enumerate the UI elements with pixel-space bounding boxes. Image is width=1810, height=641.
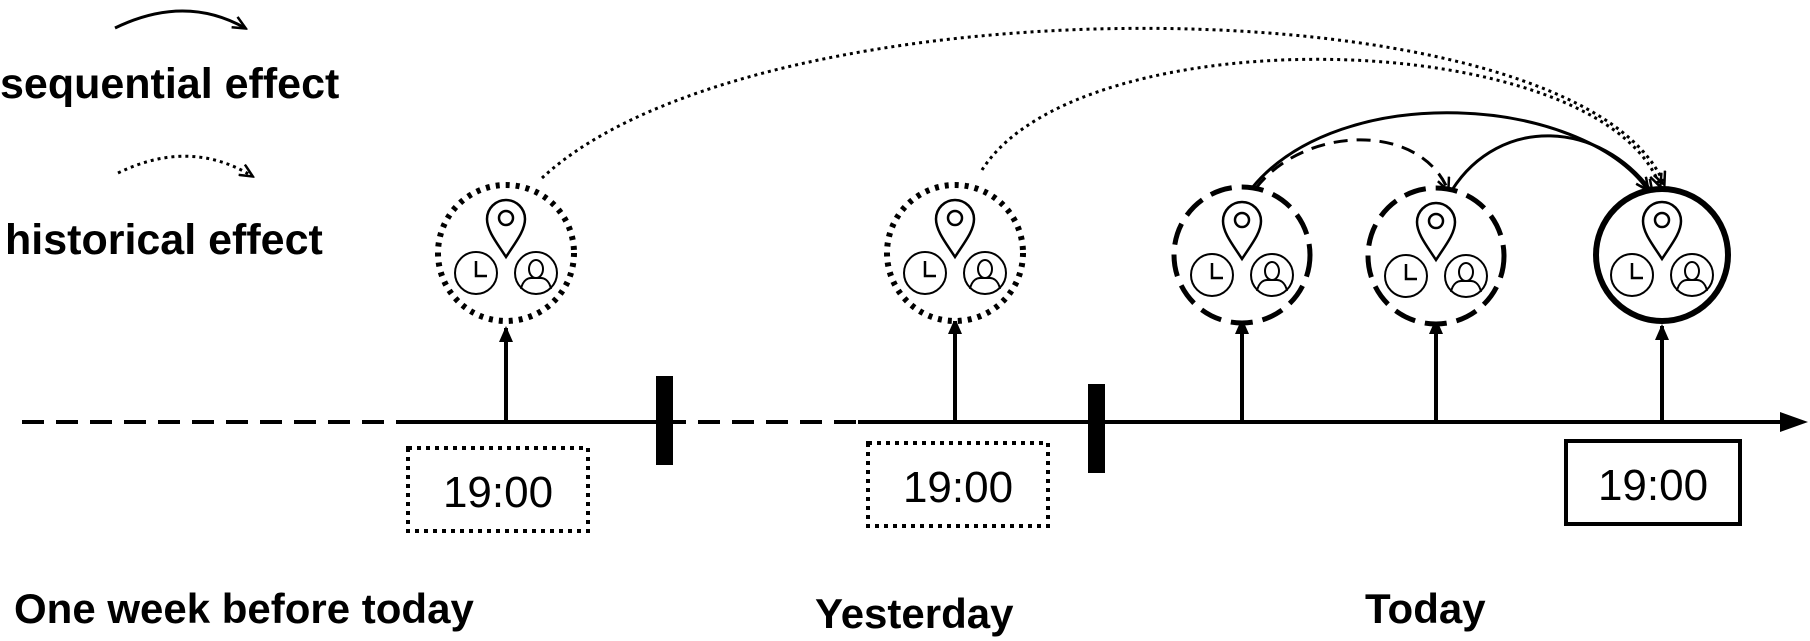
pin-body (485, 198, 527, 260)
user-head (1264, 261, 1280, 281)
time-box-label: 19:00 (1598, 461, 1708, 510)
user-shoulders (969, 277, 1001, 290)
user-head (528, 259, 544, 279)
edge-dashed-today1-to-today2 (1254, 138, 1448, 190)
time-box-frame (1564, 439, 1742, 526)
clock-hands (474, 261, 487, 278)
user-icon (514, 251, 558, 295)
clock-hands (1404, 264, 1417, 281)
user-head (1684, 261, 1700, 281)
pin-body (1221, 200, 1263, 262)
time-box-frame (866, 441, 1050, 528)
pin-body (1415, 201, 1457, 263)
edge-historical-yesterday-to-today (980, 57, 1660, 186)
clock-icon (1384, 254, 1428, 298)
clock-hands (1210, 263, 1223, 280)
time-box-label: 19:00 (443, 468, 553, 517)
node-connectors (499, 318, 1669, 420)
node-today-1 (1171, 184, 1313, 326)
day-separator-1 (656, 376, 673, 465)
location-pin-icon (1415, 201, 1457, 263)
context-nodes (435, 182, 1731, 327)
user-icon (963, 251, 1007, 295)
day-separator-2 (1088, 384, 1105, 473)
effect-edges (540, 26, 1664, 192)
user-shoulders (1676, 279, 1708, 292)
user-icon (1670, 253, 1714, 297)
edge-sequential-today2-to-target (1450, 134, 1652, 192)
location-pin-icon (485, 198, 527, 260)
axis-arrowhead (1780, 412, 1808, 432)
user-shoulders (1450, 280, 1482, 293)
legend-historical-label: historical effect (5, 216, 323, 264)
pin-hole (1427, 212, 1445, 230)
user-shoulders (520, 277, 552, 290)
clock-hands (1630, 263, 1643, 280)
period-labels: One week before today Yesterday Today (14, 585, 1486, 637)
sequential-arrow-sample (114, 9, 245, 28)
legend-sequential-label: sequential effect (0, 60, 339, 108)
time-box-frame (406, 446, 590, 533)
clock-icon (1190, 253, 1234, 297)
legend: sequential effect historical effect (0, 9, 339, 264)
time-box-today: 19:00 (1564, 439, 1742, 526)
node-week-before (435, 182, 577, 324)
clock-hands (923, 261, 936, 278)
edge-sequential-today1-to-target (1250, 111, 1648, 190)
location-pin-icon (1641, 200, 1683, 262)
node-today-2 (1365, 185, 1507, 327)
time-boxes: 19:00 19:00 19:00 (406, 439, 1742, 533)
pin-body (934, 198, 976, 260)
user-icon (1250, 253, 1294, 297)
pin-hole (946, 209, 964, 227)
user-shoulders (1256, 279, 1288, 292)
edge-historical-week-to-today (540, 26, 1664, 184)
clock-icon (454, 251, 498, 295)
location-pin-icon (1221, 200, 1263, 262)
timeline-axis (22, 376, 1808, 473)
period-label-today: Today (1365, 585, 1486, 632)
pin-hole (1233, 211, 1251, 229)
pin-body (1641, 200, 1683, 262)
node-yesterday (884, 182, 1026, 324)
time-box-label: 19:00 (903, 463, 1013, 512)
historical-arrow-sample (117, 154, 252, 176)
user-head (1458, 262, 1474, 282)
period-label-week-before: One week before today (14, 585, 474, 632)
user-head (977, 259, 993, 279)
node-today-target (1593, 186, 1731, 324)
clock-icon (903, 251, 947, 295)
time-box-yesterday: 19:00 (866, 441, 1050, 528)
period-label-yesterday: Yesterday (815, 590, 1014, 637)
user-icon (1444, 254, 1488, 298)
location-pin-icon (934, 198, 976, 260)
time-box-week-before: 19:00 (406, 446, 590, 533)
pin-hole (1653, 211, 1671, 229)
clock-icon (1610, 253, 1654, 297)
pin-hole (497, 209, 515, 227)
